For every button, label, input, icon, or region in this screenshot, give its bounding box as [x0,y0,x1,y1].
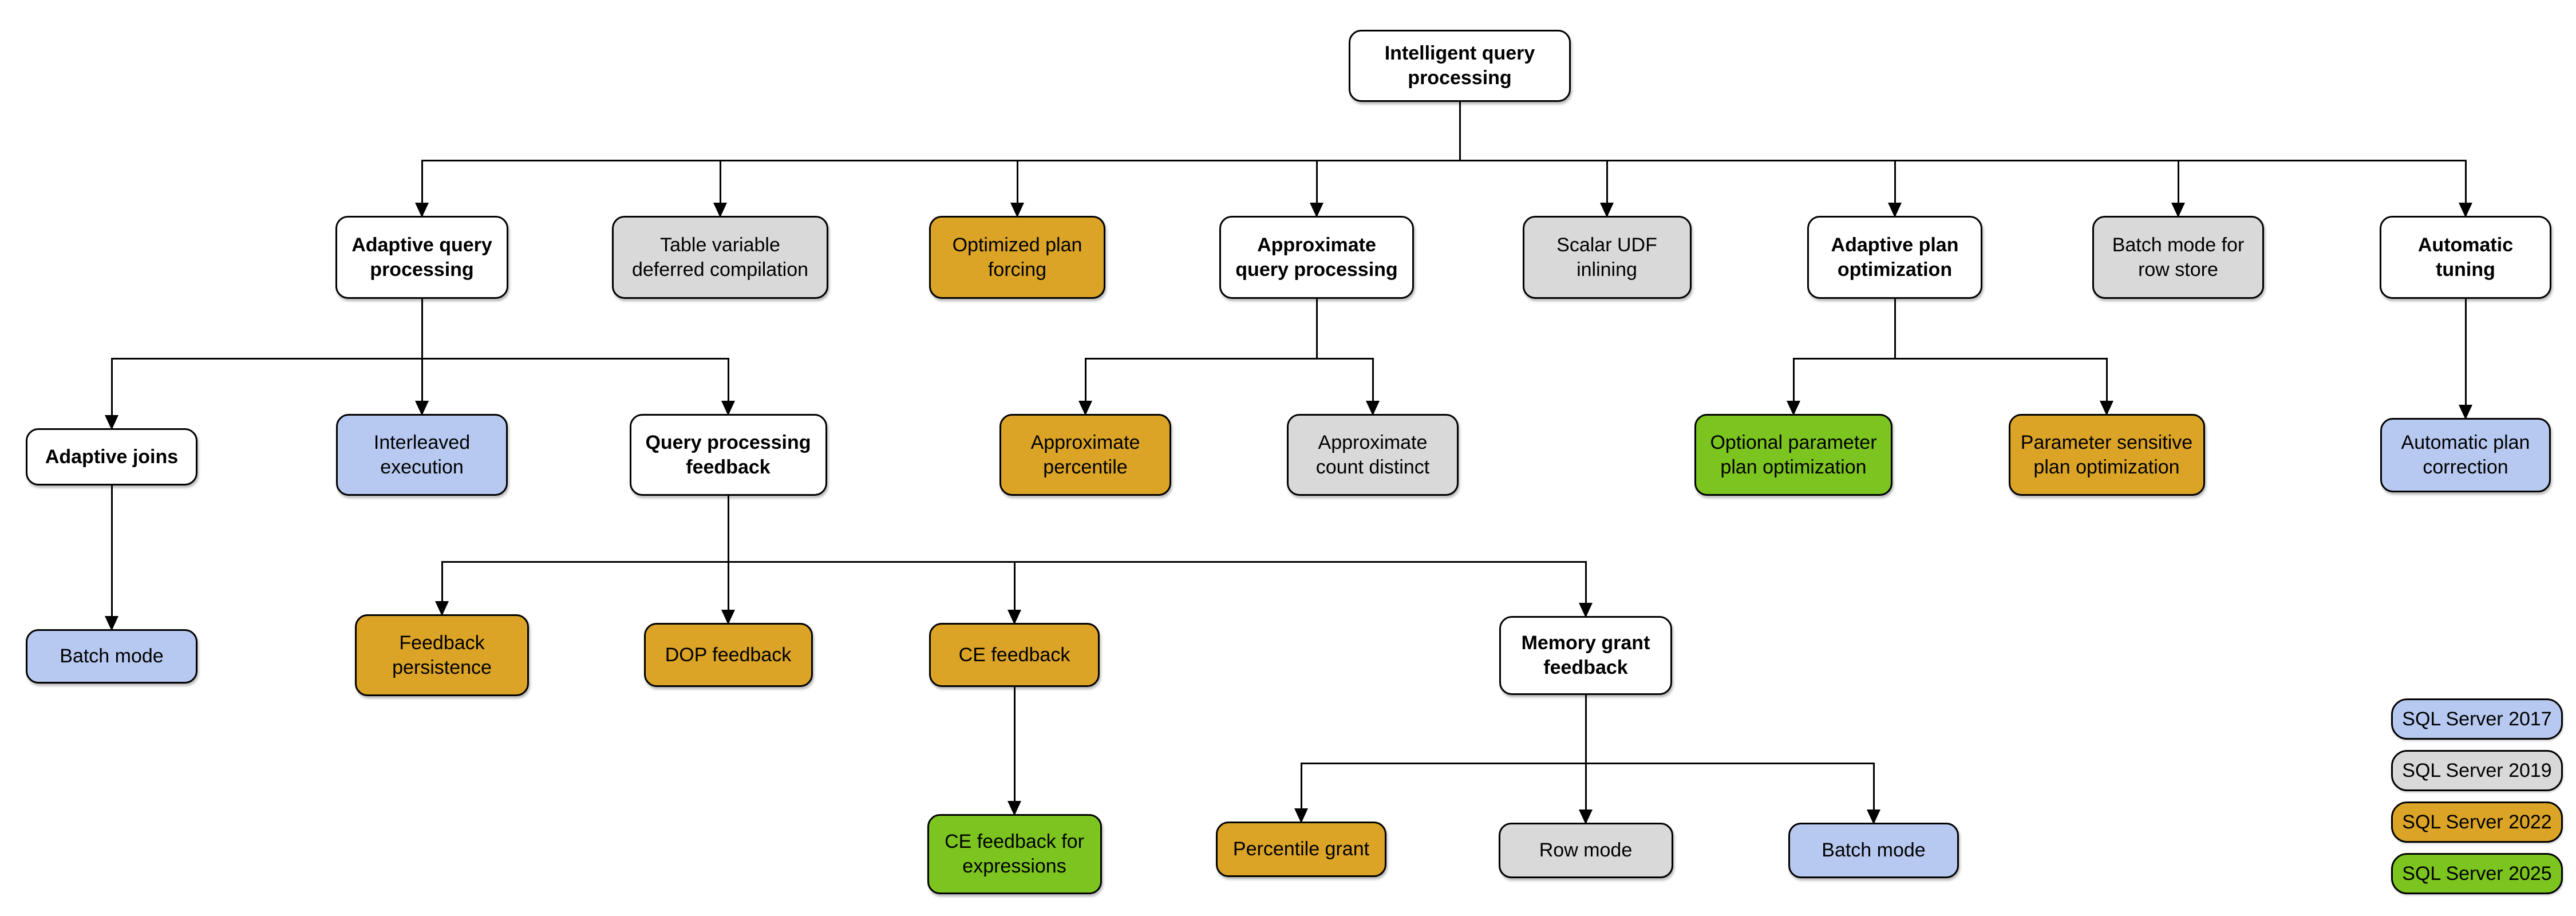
connector-line-vertical [1459,100,1461,160]
arrow-down-icon [2100,401,2113,416]
node-ie: Interleaved execution [336,414,508,496]
arrow-down-icon [105,616,118,631]
arrow-down-icon [415,203,429,218]
arrow-down-icon [105,415,118,430]
legend-sql-2017: SQL Server 2017 [2391,698,2563,740]
connector-line-vertical [421,160,423,216]
node-pspo: Parameter sensitive plan optimization [2008,414,2205,496]
connector-line-horizontal [1084,357,1374,360]
connector-line-vertical [2105,358,2108,414]
connector-line-vertical [1016,160,1018,216]
node-aqp: Adaptive query processing [335,216,508,299]
node-apo: Adaptive plan optimization [1807,216,1982,299]
arrow-down-icon [2459,203,2472,218]
connector-line-vertical [727,358,729,414]
connector-line-vertical [1585,763,1587,823]
legend-sql-2025: SQL Server 2025 [2391,853,2563,894]
node-bmrs: Batch mode for row store [2092,216,2264,299]
node-pg: Percentile grant [1216,822,1386,877]
arrow-down-icon [1294,808,1308,823]
arrow-down-icon [2459,405,2472,420]
connector-line-horizontal [1792,357,2108,360]
arrow-down-icon [721,610,735,625]
connector-line-vertical [1315,297,1318,358]
connector-line-vertical [1372,358,1374,414]
node-cefe: CE feedback for expressions [927,814,1102,894]
arrow-down-icon [1366,401,1380,416]
node-cef: CE feedback [929,623,1100,687]
connector-line-vertical [2464,160,2467,216]
connector-line-horizontal [421,159,2467,161]
connector-line-vertical [110,358,113,428]
arrow-down-icon [1078,401,1092,416]
node-qpf: Query processing feedback [629,414,827,496]
connector-line-horizontal [110,357,729,360]
arrow-down-icon [1867,810,1880,824]
arrow-down-icon [1888,203,1902,218]
node-opf: Optimized plan forcing [929,216,1105,299]
arrow-down-icon [435,601,449,616]
connector-line-vertical [727,562,729,623]
connector-line-vertical [1606,160,1608,216]
node-apc: Automatic plan correction [2380,418,2551,492]
arrow-down-icon [713,203,727,218]
arrow-down-icon [1010,203,1024,218]
arrow-down-icon [1310,203,1323,218]
node-bm2: Batch mode [1788,823,1959,878]
connector-line-vertical [727,493,729,562]
node-ap: Approximate percentile [999,414,1171,496]
connector-line-vertical [1084,358,1086,414]
legend-sql-2019: SQL Server 2019 [2391,750,2563,791]
connector-line-vertical [2464,297,2467,418]
connector-line-vertical [719,160,721,216]
connector-line-vertical [2177,160,2179,216]
node-mgf: Memory grant feedback [1499,616,1672,695]
node-dopf: DOP feedback [643,623,813,687]
connector-line-vertical [1894,160,1896,216]
node-tvdc: Table variable deferred compilation [612,216,828,299]
arrow-down-icon [721,401,735,416]
connector-line-vertical [1792,358,1795,414]
node-fp: Feedback persistence [355,614,529,696]
connector-line-vertical [1894,297,1896,358]
node-acd: Approximate count distinct [1287,414,1459,496]
node-aqp2: Approximate query processing [1219,216,1414,299]
node-bm1: Batch mode [26,629,197,684]
connector-line-vertical [1013,685,1016,814]
connector-line-vertical [110,483,113,629]
connector-line-vertical [1585,693,1587,763]
node-aj: Adaptive joins [26,428,197,485]
legend-sql-2022: SQL Server 2022 [2391,802,2563,843]
arrow-down-icon [1600,203,1614,218]
connector-line-vertical [421,297,423,358]
arrow-down-icon [1787,401,1800,416]
arrow-down-icon [2171,203,2185,218]
connector-line-vertical [421,358,423,414]
connector-line-vertical [1872,763,1875,823]
connector-line-vertical [1585,562,1587,616]
node-oppo: Optional parameter plan optimization [1694,414,1893,496]
connector-line-horizontal [1300,762,1875,764]
arrow-down-icon [1008,801,1021,816]
connector-line-vertical [441,562,443,614]
connector-line-vertical [1013,562,1016,623]
node-rm: Row mode [1498,823,1673,878]
connector-line-vertical [1315,160,1318,216]
arrow-down-icon [1579,603,1593,618]
arrow-down-icon [415,401,429,416]
node-sudf: Scalar UDF inlining [1522,216,1692,299]
node-at: Automatic tuning [2380,216,2551,299]
connector-line-vertical [1300,763,1302,822]
arrow-down-icon [1579,810,1593,824]
arrow-down-icon [1008,610,1021,625]
node-root: Intelligent query processing [1349,30,1571,102]
